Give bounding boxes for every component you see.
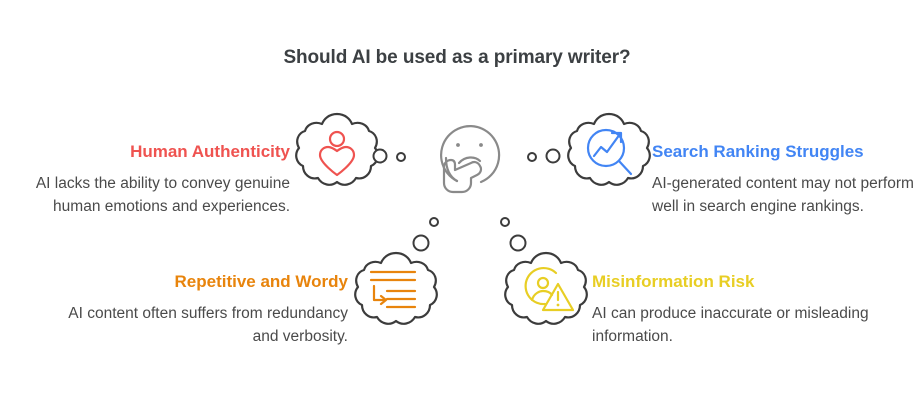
callout-heading-repetitive-wordy: Repetitive and Wordy: [174, 272, 349, 291]
thought-bubble-outline: [354, 251, 438, 325]
bubble-human-authenticity[interactable]: [295, 112, 379, 186]
face-eye-right: [479, 143, 483, 147]
thought-dots-bottom-left: [412, 217, 439, 252]
callout-body-search-ranking: AI-generated content may not perform wel…: [652, 175, 914, 215]
face-eye-left: [456, 143, 460, 147]
thought-dot-large-bottom-left: [412, 234, 430, 252]
user-warning-icon: [524, 266, 575, 312]
bubble-search-ranking[interactable]: [567, 112, 651, 186]
magnifier-trend-icon: [586, 128, 633, 176]
thought-dot-large-right: [545, 148, 561, 164]
thought-dot-small-bottom-right: [500, 217, 510, 227]
face-mouth-frown: [457, 156, 482, 165]
callout-body-human-authenticity: AI lacks the ability to convey genuine h…: [35, 175, 290, 215]
thought-dots-right: [527, 148, 561, 164]
callout-heading-misinformation: Misinformation Risk: [592, 272, 755, 291]
callout-heading-search-ranking: Search Ranking Struggles: [652, 142, 864, 161]
callout-human-authenticity: Human Authenticity AI lacks the ability …: [0, 142, 290, 218]
page-title: Should AI be used as a primary writer?: [283, 47, 631, 68]
callout-repetitive-wordy: Repetitive and Wordy AI content often su…: [60, 272, 348, 348]
thinking-face-icon[interactable]: [440, 125, 501, 194]
person-heart-icon: [318, 130, 356, 177]
callout-search-ranking: Search Ranking Struggles AI-generated co…: [652, 142, 914, 218]
bubble-misinformation[interactable]: [504, 251, 588, 325]
face-hand: [442, 158, 483, 194]
thought-dot-small-bottom-left: [429, 217, 439, 227]
thought-dots-bottom-right: [500, 217, 527, 252]
thought-bubble-outline: [504, 251, 588, 325]
callout-body-repetitive-wordy: AI content often suffers from redundancy…: [68, 305, 348, 345]
text-lines-loop-icon: [369, 270, 417, 309]
callout-heading-human-authenticity: Human Authenticity: [130, 142, 290, 161]
callout-body-misinformation: AI can produce inaccurate or misleading …: [592, 305, 869, 345]
callout-misinformation: Misinformation Risk AI can produce inacc…: [592, 272, 882, 348]
bubble-repetitive-wordy[interactable]: [354, 251, 438, 325]
thought-dot-large-bottom-right: [509, 234, 527, 252]
thought-dot-small-left: [396, 152, 406, 162]
thought-dot-small-right: [527, 152, 537, 162]
